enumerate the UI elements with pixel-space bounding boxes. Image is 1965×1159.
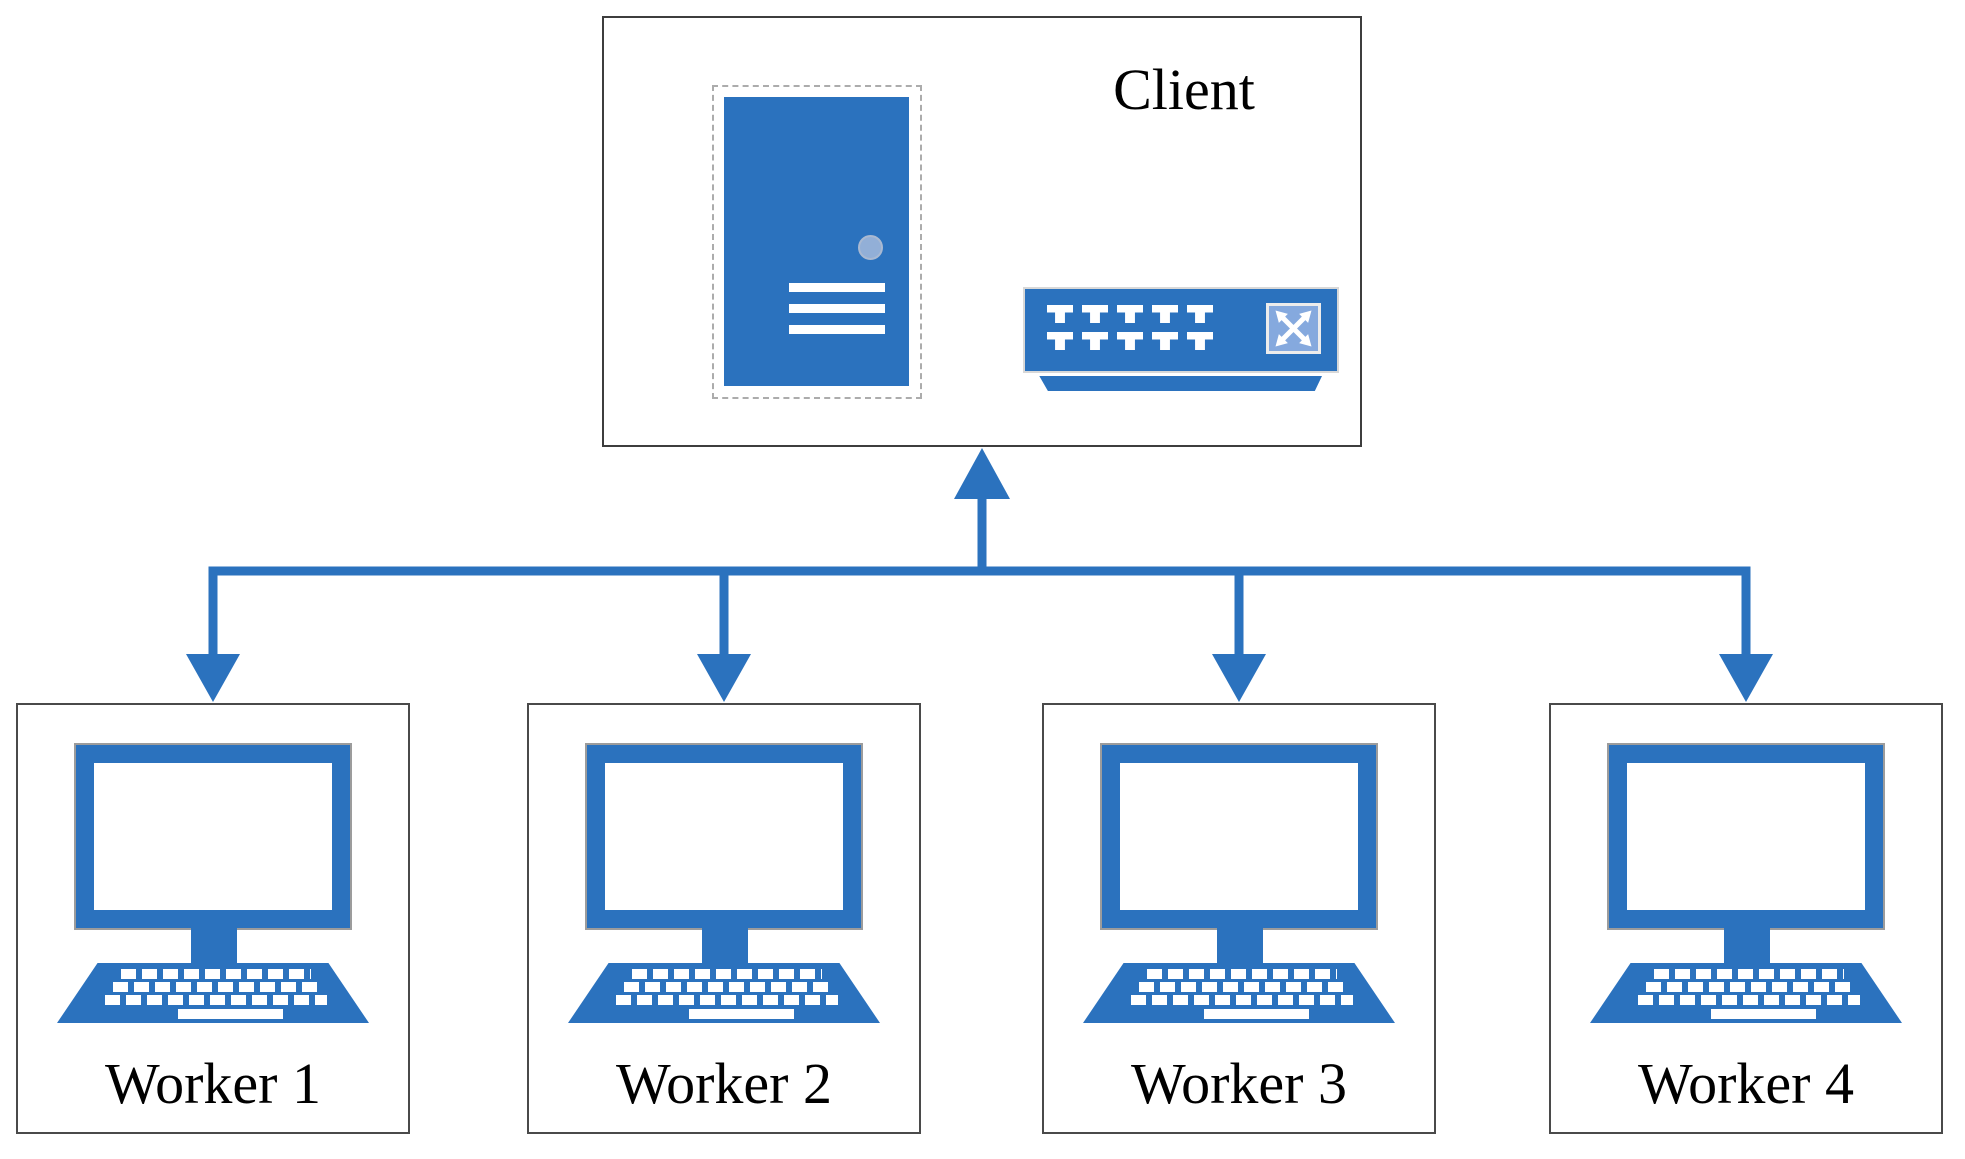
crossover-arrows-icon	[1266, 303, 1321, 354]
power-led-icon	[858, 235, 883, 260]
monitor-icon	[74, 743, 352, 930]
key-row	[1147, 969, 1337, 979]
port-icon	[1047, 332, 1073, 350]
worker-label: Worker 4	[1638, 1051, 1854, 1117]
port-icon	[1082, 332, 1108, 350]
monitor-stand	[702, 928, 748, 963]
monitor-icon	[1607, 743, 1885, 930]
spacebar-key	[1711, 1009, 1816, 1019]
key-row	[1139, 982, 1345, 992]
port-icon	[1187, 332, 1213, 350]
worker-box-3: Worker 3	[1042, 703, 1436, 1134]
monitor-stand	[1724, 928, 1770, 963]
port-icon	[1187, 305, 1213, 323]
monitor-stand	[1217, 928, 1263, 963]
switch-base	[1039, 376, 1322, 391]
key-row	[1654, 969, 1844, 979]
worker-label: Worker 1	[105, 1051, 321, 1117]
port-icon	[1152, 332, 1178, 350]
port-icon	[1117, 332, 1143, 350]
key-row	[1131, 995, 1353, 1005]
client-label: Client	[1113, 57, 1255, 122]
port-icon	[1082, 305, 1108, 323]
key-row	[1638, 995, 1860, 1005]
client-box: Client	[602, 16, 1362, 447]
key-row	[616, 995, 838, 1005]
vent-slot	[789, 325, 885, 334]
port-icon	[1152, 305, 1178, 323]
key-row	[105, 995, 327, 1005]
worker-label: Worker 2	[616, 1051, 832, 1117]
worker-label: Worker 3	[1131, 1051, 1347, 1117]
key-row	[121, 969, 311, 979]
keyboard-icon	[57, 963, 369, 1023]
keyboard-icon	[568, 963, 880, 1023]
arrow-down-head	[1719, 654, 1773, 702]
key-row	[1646, 982, 1852, 992]
worker-box-4: Worker 4	[1549, 703, 1943, 1134]
spacebar-key	[178, 1009, 283, 1019]
vent-slot	[789, 304, 885, 313]
monitor-icon	[1100, 743, 1378, 930]
vent-slot	[789, 283, 885, 292]
monitor-icon	[585, 743, 863, 930]
arrow-down-head	[1212, 654, 1266, 702]
bus-line	[208, 496, 1751, 656]
port-icon	[1117, 305, 1143, 323]
arrow-up-head	[954, 448, 1010, 499]
port-icon	[1047, 305, 1073, 323]
keyboard-icon	[1590, 963, 1902, 1023]
arrow-down-head	[697, 654, 751, 702]
key-row	[624, 982, 830, 992]
server-selection-dashed-border	[712, 85, 922, 399]
keyboard-icon	[1083, 963, 1395, 1023]
spacebar-key	[689, 1009, 794, 1019]
switch-ports	[1047, 305, 1213, 350]
spacebar-key	[1204, 1009, 1309, 1019]
server-tower-icon	[724, 97, 909, 386]
monitor-stand	[191, 928, 237, 963]
worker-box-1: Worker 1	[16, 703, 410, 1134]
network-switch-icon	[1025, 289, 1337, 371]
arrow-down-head	[186, 654, 240, 702]
worker-box-2: Worker 2	[527, 703, 921, 1134]
key-row	[113, 982, 319, 992]
key-row	[632, 969, 822, 979]
